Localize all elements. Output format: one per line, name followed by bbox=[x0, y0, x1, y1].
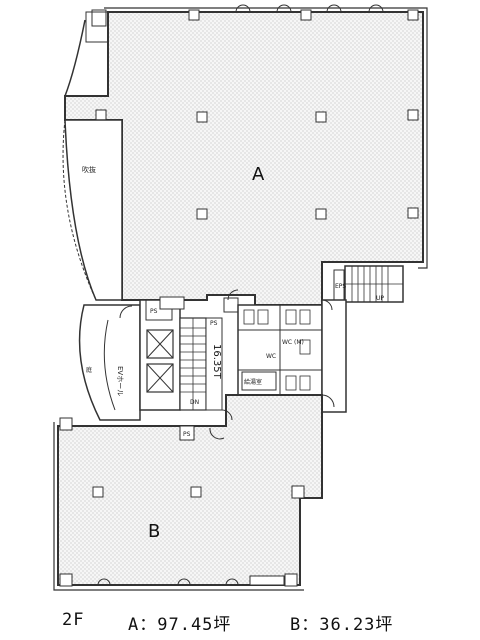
void-label: 吹抜 bbox=[82, 165, 96, 174]
room-b-columns bbox=[59, 417, 305, 587]
wc-male-label: WC (M) bbox=[282, 339, 304, 346]
elevator-left bbox=[146, 329, 174, 359]
floor-plan: A 吹抜 庭 EVホール PS bbox=[53, 4, 428, 591]
stair-core bbox=[179, 317, 207, 411]
restrooms: WC (M) WC 給湯室 bbox=[237, 304, 323, 396]
room-b: PS B bbox=[53, 394, 323, 591]
floor-load-label: 16.35T bbox=[211, 344, 222, 380]
balcony-left: 吹抜 bbox=[62, 11, 123, 301]
room-a-label: A bbox=[252, 164, 265, 185]
ev-hall-label: EVホール bbox=[116, 366, 124, 396]
elevator-right bbox=[146, 363, 174, 393]
ps-bottom-label: PS bbox=[183, 431, 191, 438]
room-b-label: B bbox=[148, 521, 160, 542]
room-a: A bbox=[64, 4, 428, 306]
eps-label: EPS bbox=[335, 283, 346, 290]
area-b-label: B：36.23坪 bbox=[290, 615, 394, 635]
area-a-label: A：97.45坪 bbox=[128, 615, 232, 635]
dn-label: DN bbox=[190, 399, 199, 406]
kitchen-label: 給湯室 bbox=[244, 378, 262, 386]
area-caption: 2F A：97.45坪 B：36.23坪 bbox=[0, 606, 480, 636]
ev-hall-left-label: 庭 bbox=[86, 366, 92, 374]
core-area: 庭 EVホール PS DN bbox=[78, 296, 239, 421]
ps-right-label: PS bbox=[210, 320, 218, 327]
stair-up-label: UP bbox=[376, 295, 384, 302]
load-marker: 16.35T bbox=[205, 317, 223, 411]
stair-emergency: EPS UP bbox=[321, 265, 404, 413]
floor-label: 2F bbox=[62, 610, 85, 630]
ps-left-label: PS bbox=[150, 308, 158, 315]
wc-mid-label: WC bbox=[266, 353, 276, 360]
door-swings bbox=[119, 289, 333, 421]
